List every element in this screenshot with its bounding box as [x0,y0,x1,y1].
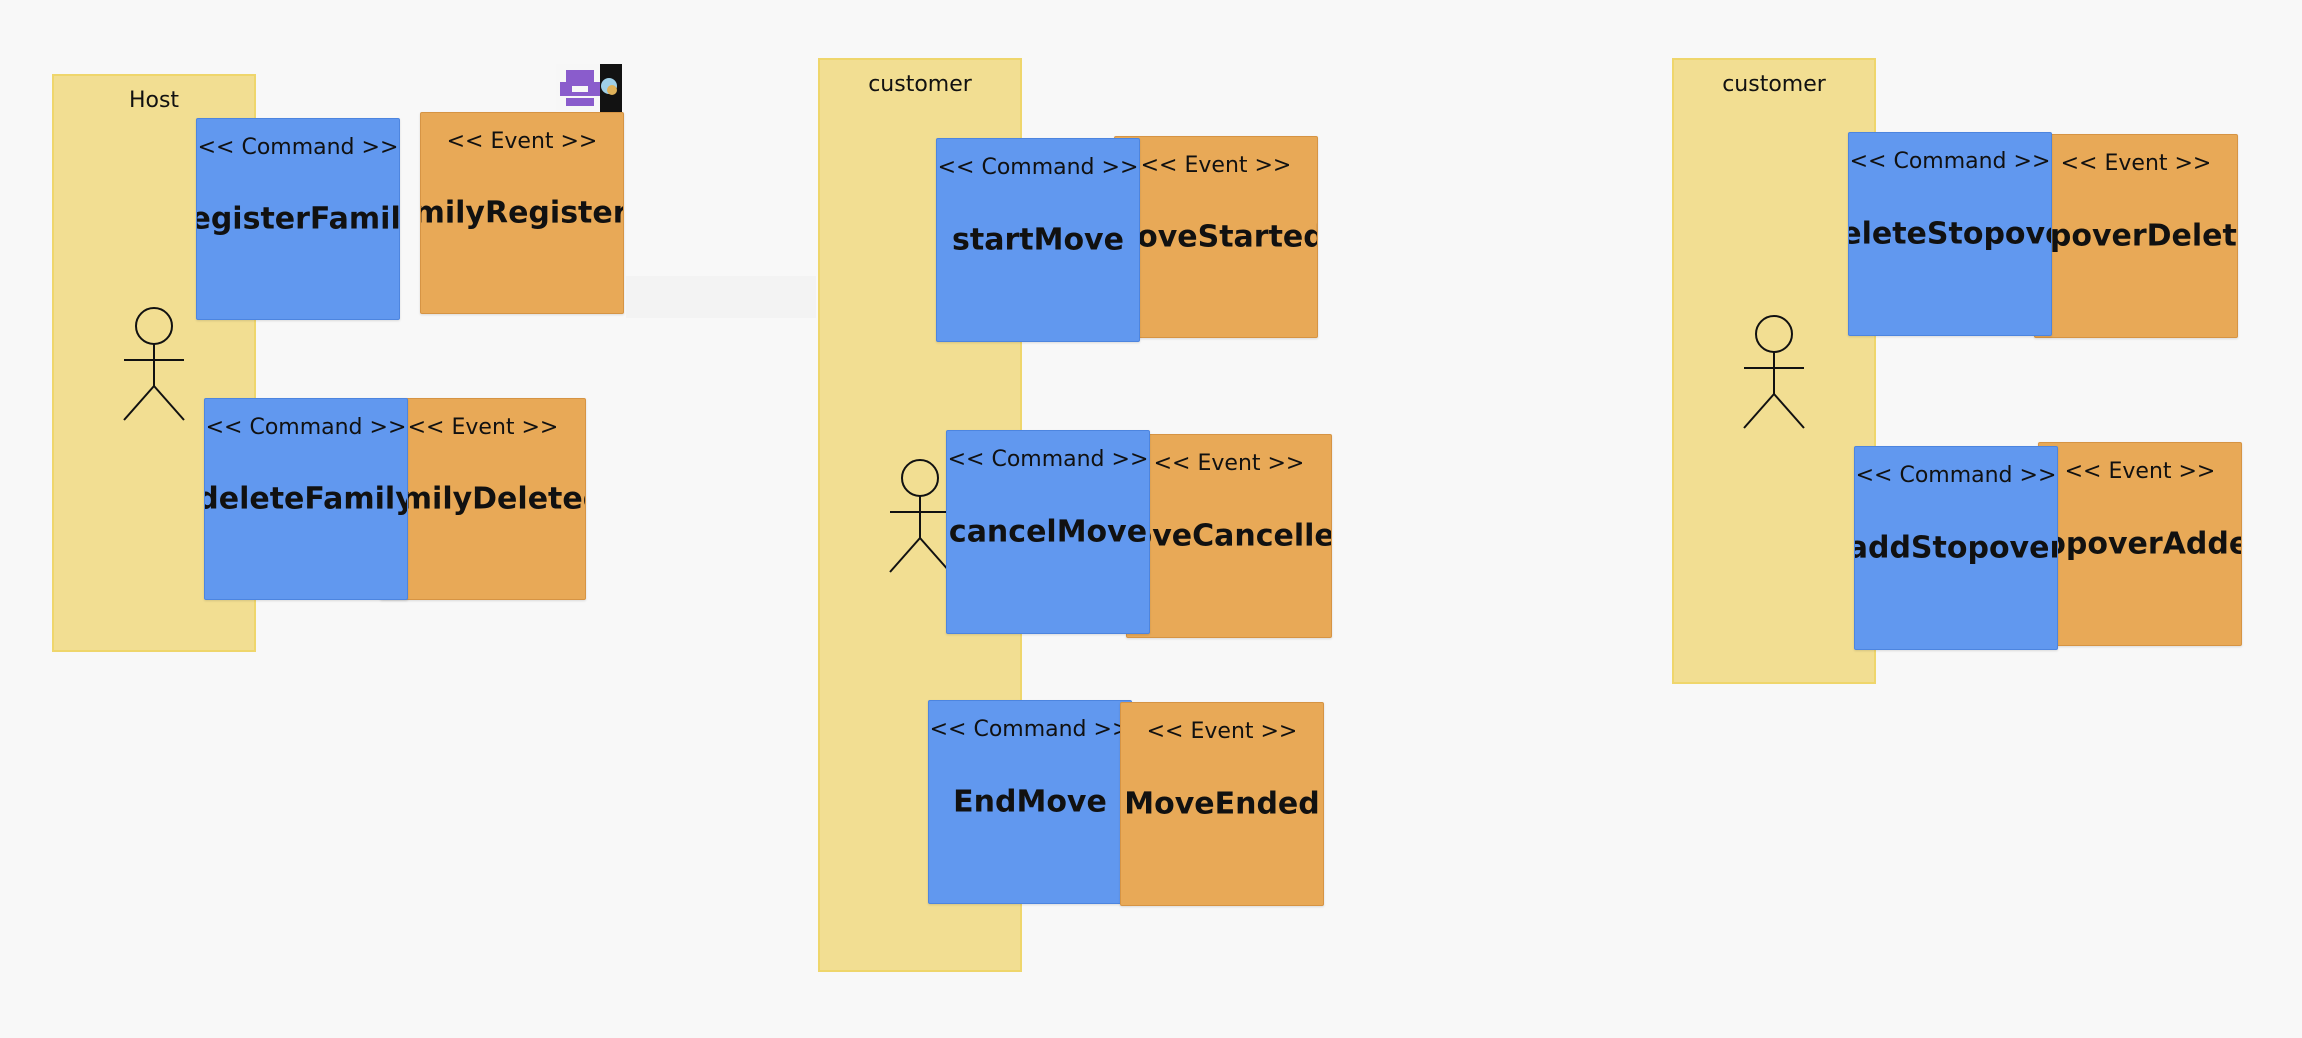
event-sticky[interactable]: << Event >> FamilyDeleted [380,398,586,600]
command-sticky[interactable]: << Command >> cancelMove [946,430,1150,634]
command-stereotype: << Command >> [1855,463,2057,488]
command-label: deleteFamily [204,481,408,517]
lane-title: customer [1722,72,1826,97]
command-label: registerFamily [197,201,400,237]
command-sticky[interactable]: << Command >> deleteStopover [1848,132,2052,336]
command-sticky[interactable]: << Command >> addStopover [1854,446,2058,650]
actor-icon [889,459,951,573]
event-label: StopoverDeleted [2035,218,2237,254]
event-sticky[interactable]: << Event >> MoveCancelled [1126,434,1332,638]
event-label: FamilyRegistered [421,195,623,231]
event-stereotype: << Event >> [1140,153,1292,178]
event-stereotype: << Event >> [1146,719,1298,744]
event-sticky[interactable]: << Event >> MoveStarted [1114,136,1318,338]
event-label: StopoverAdded [2039,526,2241,562]
command-label: EndMove [953,784,1107,820]
command-sticky[interactable]: << Command >> EndMove [928,700,1132,904]
command-label: deleteStopover [1849,216,2051,252]
event-stereotype: << Event >> [407,415,559,440]
connector-line [626,276,816,318]
command-stereotype: << Command >> [929,717,1131,742]
event-stereotype: << Event >> [1153,451,1305,476]
command-sticky[interactable]: << Command >> deleteFamily [204,398,408,600]
actor-icon [1743,315,1805,429]
command-sticky[interactable]: << Command >> registerFamily [196,118,400,320]
command-sticky[interactable]: << Command >> startMove [936,138,1140,342]
event-stereotype: << Event >> [446,129,598,154]
event-sticky[interactable]: << Event >> FamilyRegistered [420,112,624,314]
command-stereotype: << Command >> [947,447,1149,472]
command-stereotype: << Command >> [937,155,1139,180]
event-label: MoveStarted [1114,219,1318,255]
command-stereotype: << Command >> [197,135,399,160]
user-avatar-icon [556,64,604,112]
event-sticky[interactable]: << Event >> StopoverAdded [2038,442,2242,646]
lane-title: Host [128,88,180,113]
actor-icon [123,307,185,421]
event-sticky[interactable]: << Event >> MoveEnded [1120,702,1324,906]
command-stereotype: << Command >> [1849,149,2051,174]
event-stereotype: << Event >> [2060,151,2212,176]
event-label: MoveCancelled [1127,518,1331,554]
lane-title: customer [868,72,972,97]
command-label: cancelMove [948,514,1148,550]
event-label: FamilyDeleted [381,481,585,517]
command-stereotype: << Command >> [205,415,407,440]
event-label: MoveEnded [1124,786,1320,822]
event-sticky[interactable]: << Event >> StopoverDeleted [2034,134,2238,338]
planet-thumbnail-icon [600,64,622,112]
command-label: startMove [952,222,1124,258]
command-label: addStopover [1854,530,2058,566]
event-stereotype: << Event >> [2064,459,2216,484]
